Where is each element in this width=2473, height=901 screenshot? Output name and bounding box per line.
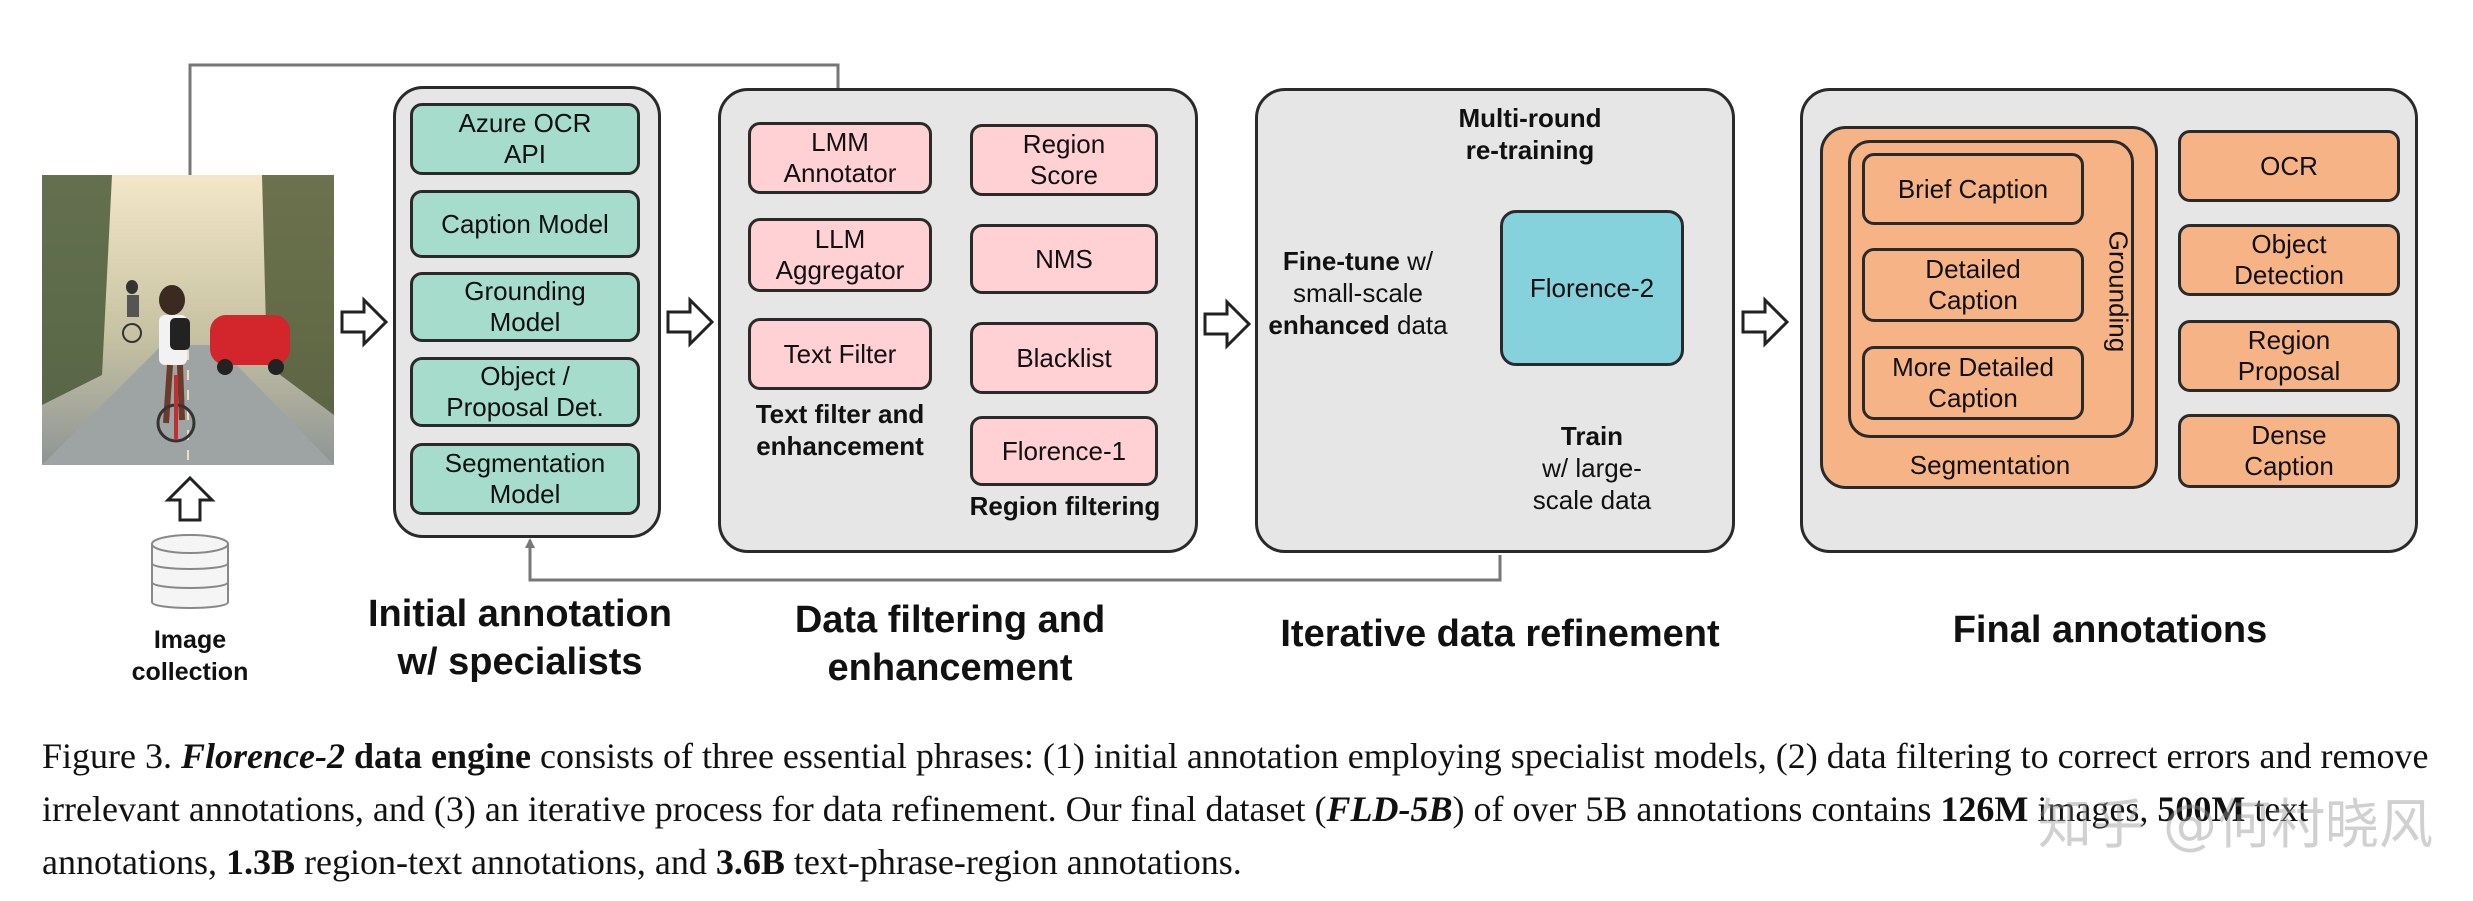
specialist-segmentation-model: Segmentation Model (410, 443, 640, 515)
stage-arrow-2 (666, 296, 715, 348)
lmm-annotator-box: LMM Annotator (748, 122, 932, 194)
segmentation-label: Segmentation (1909, 450, 2071, 480)
caption-dataset: FLD-5B (1326, 789, 1453, 829)
multiround-label: Multi-round re-training (1458, 103, 1602, 165)
finetune-label: Fine-tune w/ small-scale enhanced data (1258, 245, 1458, 341)
specialist-azure-ocr: Azure OCR API (410, 103, 640, 175)
feedback-line-top (188, 63, 843, 175)
stage3-title: Iterative data refinement (1280, 613, 1720, 655)
florence2-box: Florence-2 (1500, 210, 1684, 366)
feedback-line-bottom (525, 538, 1502, 582)
database-icon (151, 534, 229, 609)
finetune-bold: Fine-tune (1282, 246, 1400, 276)
figure-caption: Figure 3. Florence-2 data engine consist… (42, 730, 2442, 889)
specialist-grounding-model: Grounding Model (410, 272, 640, 342)
specialist-caption-model: Caption Model (410, 190, 640, 258)
caption-text1: consists of three essential phrases: (1)… (42, 736, 2429, 829)
caption-n2: 500M (2157, 789, 2246, 829)
caption-title-bold: data engine (344, 736, 531, 776)
specialist-object-proposal: Object / Proposal Det. (410, 357, 640, 427)
region-proposal-box: Region Proposal (2178, 320, 2400, 392)
caption-title-italic: Florence-2 (181, 736, 345, 776)
brief-caption-box: Brief Caption (1862, 153, 2084, 225)
text-filter-box: Text Filter (748, 318, 932, 390)
finetune-bold3: enhanced (1268, 310, 1390, 340)
ocr-box: OCR (2178, 130, 2400, 202)
llm-aggregator-box: LLM Aggregator (748, 218, 932, 292)
stage-arrow-3 (1203, 298, 1252, 350)
finetune-line2: small-scale (1292, 278, 1424, 308)
stage-arrow-4 (1741, 296, 1790, 348)
caption-n3: 1.3B (225, 842, 295, 882)
nms-box: NMS (970, 224, 1158, 294)
input-photo (42, 175, 334, 465)
region-score-box: Region Score (970, 124, 1158, 196)
caption-t4: text-phrase-region annotations. (784, 842, 1242, 882)
finetune-rest: w/ (1399, 246, 1434, 276)
caption-t1: images, (2028, 789, 2158, 829)
region-filtering-label: Region filtering (969, 491, 1161, 521)
up-arrow (164, 475, 216, 522)
grounding-label: Grounding (2103, 230, 2134, 353)
caption-n1: 126M (1940, 789, 2029, 829)
stage4-title: Final annotations (1952, 609, 2268, 651)
stage2-title: Data filtering and enhancement (794, 599, 1106, 689)
train-label-bold: Train (1560, 421, 1624, 451)
image-collection-label: Image collection (131, 626, 249, 686)
object-detection-box: Object Detection (2178, 224, 2400, 296)
text-filter-label: Text filter and enhancement (755, 399, 925, 461)
caption-t2: text annotations, (42, 789, 2309, 882)
florence1-box: Florence-1 (970, 416, 1158, 486)
watermark: 知乎 @何村晓风 (2037, 793, 2433, 856)
blacklist-box: Blacklist (970, 322, 1158, 394)
caption-prefix: Figure 3. (42, 736, 181, 776)
caption-text2: ) of over 5B annotations contains (1452, 789, 1941, 829)
caption-n4: 3.6B (715, 842, 785, 882)
stage-arrow-1 (340, 296, 389, 348)
caption-t3: region-text annotations, and (295, 842, 716, 882)
train-label-rest: w/ large- scale data (1532, 453, 1652, 515)
stage1-title: Initial annotation w/ specialists (368, 593, 672, 683)
finetune-rest3: data (1389, 310, 1448, 340)
dense-caption-box: Dense Caption (2178, 414, 2400, 488)
more-detailed-caption-box: More Detailed Caption (1862, 346, 2084, 420)
detailed-caption-box: Detailed Caption (1862, 248, 2084, 322)
